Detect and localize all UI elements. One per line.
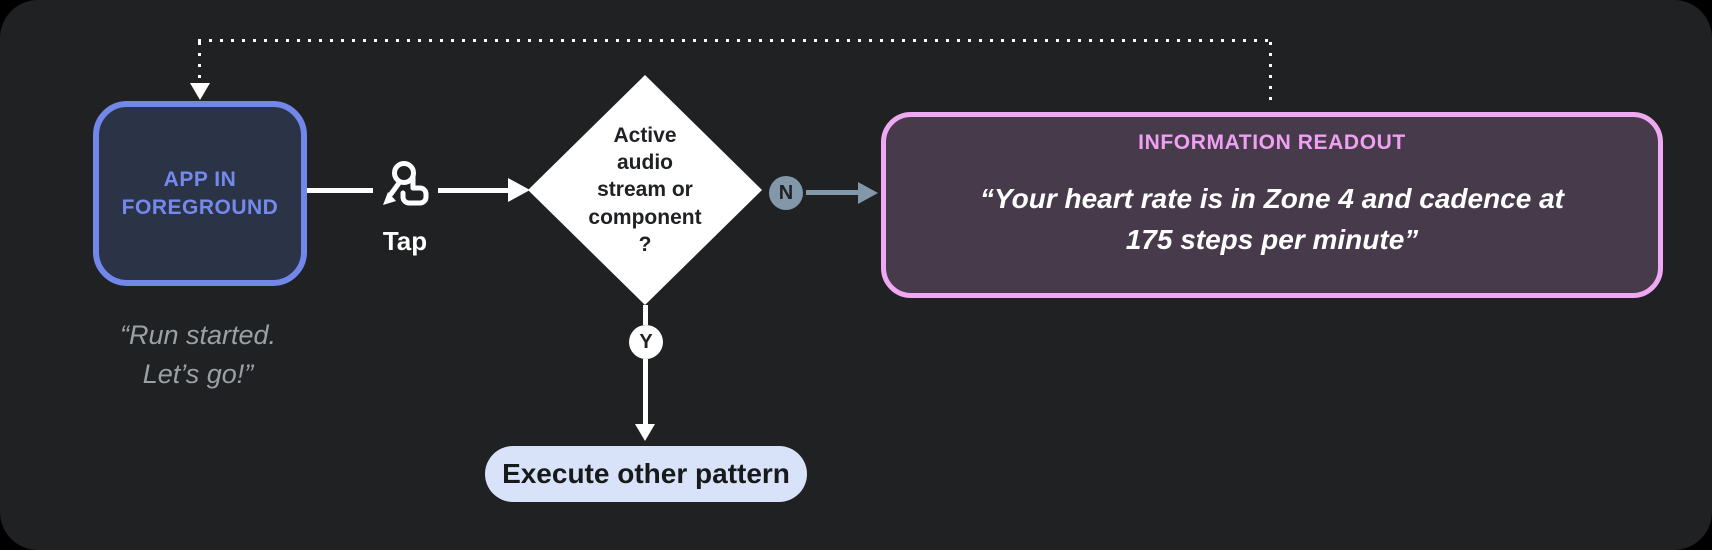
tap-gesture-icon bbox=[383, 161, 429, 206]
decision-diamond: Active audio stream or component ? bbox=[528, 75, 762, 305]
connector-no-arrowhead-icon bbox=[858, 182, 878, 204]
execute-other-pattern-node: Execute other pattern bbox=[485, 446, 807, 502]
feedback-loop-dotted-line-right-vertical bbox=[1269, 42, 1272, 106]
connector-no-branch bbox=[806, 190, 860, 195]
no-branch-badge: N bbox=[769, 176, 803, 210]
information-readout-message: “Your heart rate is in Zone 4 and cadenc… bbox=[979, 183, 1565, 255]
information-readout-node: INFORMATION READOUT “Your heart rate is … bbox=[881, 112, 1663, 298]
connector-decision-to-yes bbox=[643, 305, 648, 325]
app-in-foreground-label: APP IN FOREGROUND bbox=[121, 168, 279, 219]
connector-tap-arrowhead-icon bbox=[508, 178, 530, 202]
feedback-loop-dotted-line-horizontal bbox=[198, 39, 1272, 42]
yes-branch-badge: Y bbox=[629, 325, 663, 359]
connector-yes-branch bbox=[643, 359, 648, 425]
connector-yes-arrowhead-icon bbox=[635, 424, 655, 441]
connector-app-to-tap bbox=[307, 188, 373, 193]
connector-tap-to-decision bbox=[438, 188, 510, 193]
run-started-caption: “Run started. Let’s go!” bbox=[119, 320, 277, 390]
tap-label: Tap bbox=[382, 226, 428, 256]
feedback-loop-arrowhead-icon bbox=[190, 83, 210, 100]
decision-question: Active audio stream or component ? bbox=[588, 123, 702, 256]
feedback-loop-dotted-line-left-vertical bbox=[198, 42, 201, 84]
execute-other-pattern-label: Execute other pattern bbox=[502, 458, 790, 489]
app-in-foreground-node: APP IN FOREGROUND bbox=[93, 101, 307, 286]
information-readout-heading: INFORMATION READOUT bbox=[1138, 131, 1406, 154]
